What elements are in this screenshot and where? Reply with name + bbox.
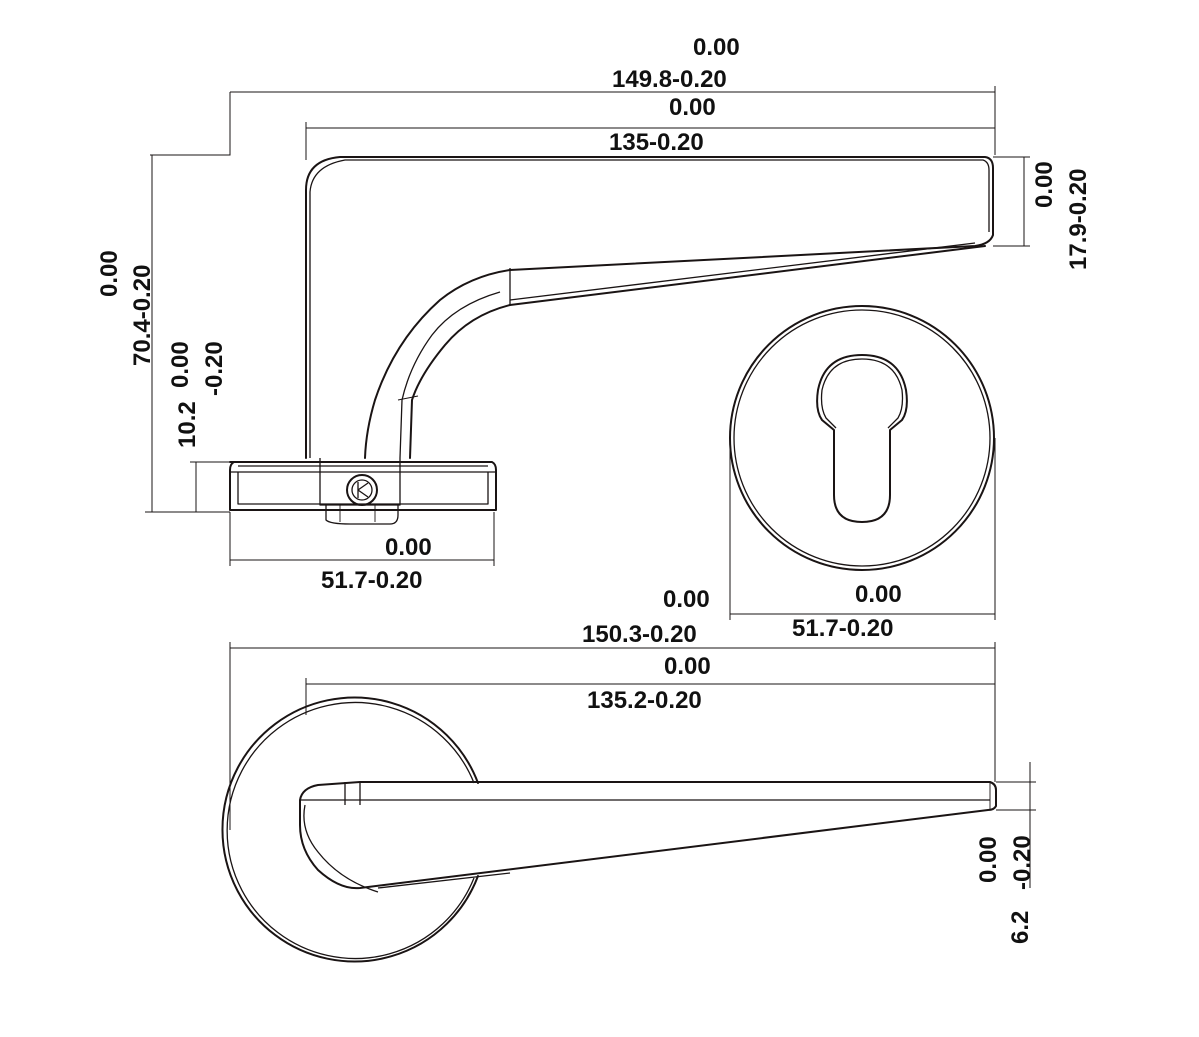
escutcheon-diameter-upper: 0.00 xyxy=(855,581,902,608)
overall-length-lower: 149.8-0.20 xyxy=(612,66,727,93)
rose-width-upper: 0.00 xyxy=(385,534,432,561)
top-lever-length-lower: 135.2-0.20 xyxy=(587,687,702,714)
lever-thickness-lower: -0.20 xyxy=(1009,835,1036,890)
rose-width-lower: 51.7-0.20 xyxy=(321,567,422,594)
lever-side-view xyxy=(305,156,994,525)
rose-height-value: 10.2 xyxy=(174,401,201,448)
total-height-lower: 70.4-0.20 xyxy=(129,265,156,366)
escutcheon-diameter-lower: 51.7-0.20 xyxy=(792,615,893,642)
rose-side-view xyxy=(229,461,497,511)
escutcheon-front-view xyxy=(729,305,995,571)
rose-height-lower: -0.20 xyxy=(201,341,228,396)
lever-thickness-value: 6.2 xyxy=(1007,911,1034,944)
top-overall-length-upper: 0.00 xyxy=(663,586,710,613)
lever-thickness-upper: 0.00 xyxy=(975,836,1002,883)
top-overall-length-lower: 150.3-0.20 xyxy=(582,621,697,648)
rose-height-upper: 0.00 xyxy=(167,341,194,388)
lever-end-height-upper: 0.00 xyxy=(1031,161,1058,208)
overall-length-upper: 0.00 xyxy=(693,34,740,61)
lever-length-upper: 0.00 xyxy=(669,94,716,121)
dimension-lines xyxy=(145,86,1036,888)
dimension-labels: 0.00 149.8-0.20 0.00 135-0.20 0.00 17.9-… xyxy=(96,34,1092,944)
top-lever-length-upper: 0.00 xyxy=(664,653,711,680)
lever-top-view xyxy=(221,696,997,963)
lever-length-lower: 135-0.20 xyxy=(609,129,704,156)
lever-end-height-lower: 17.9-0.20 xyxy=(1065,169,1092,270)
total-height-upper: 0.00 xyxy=(96,250,123,297)
